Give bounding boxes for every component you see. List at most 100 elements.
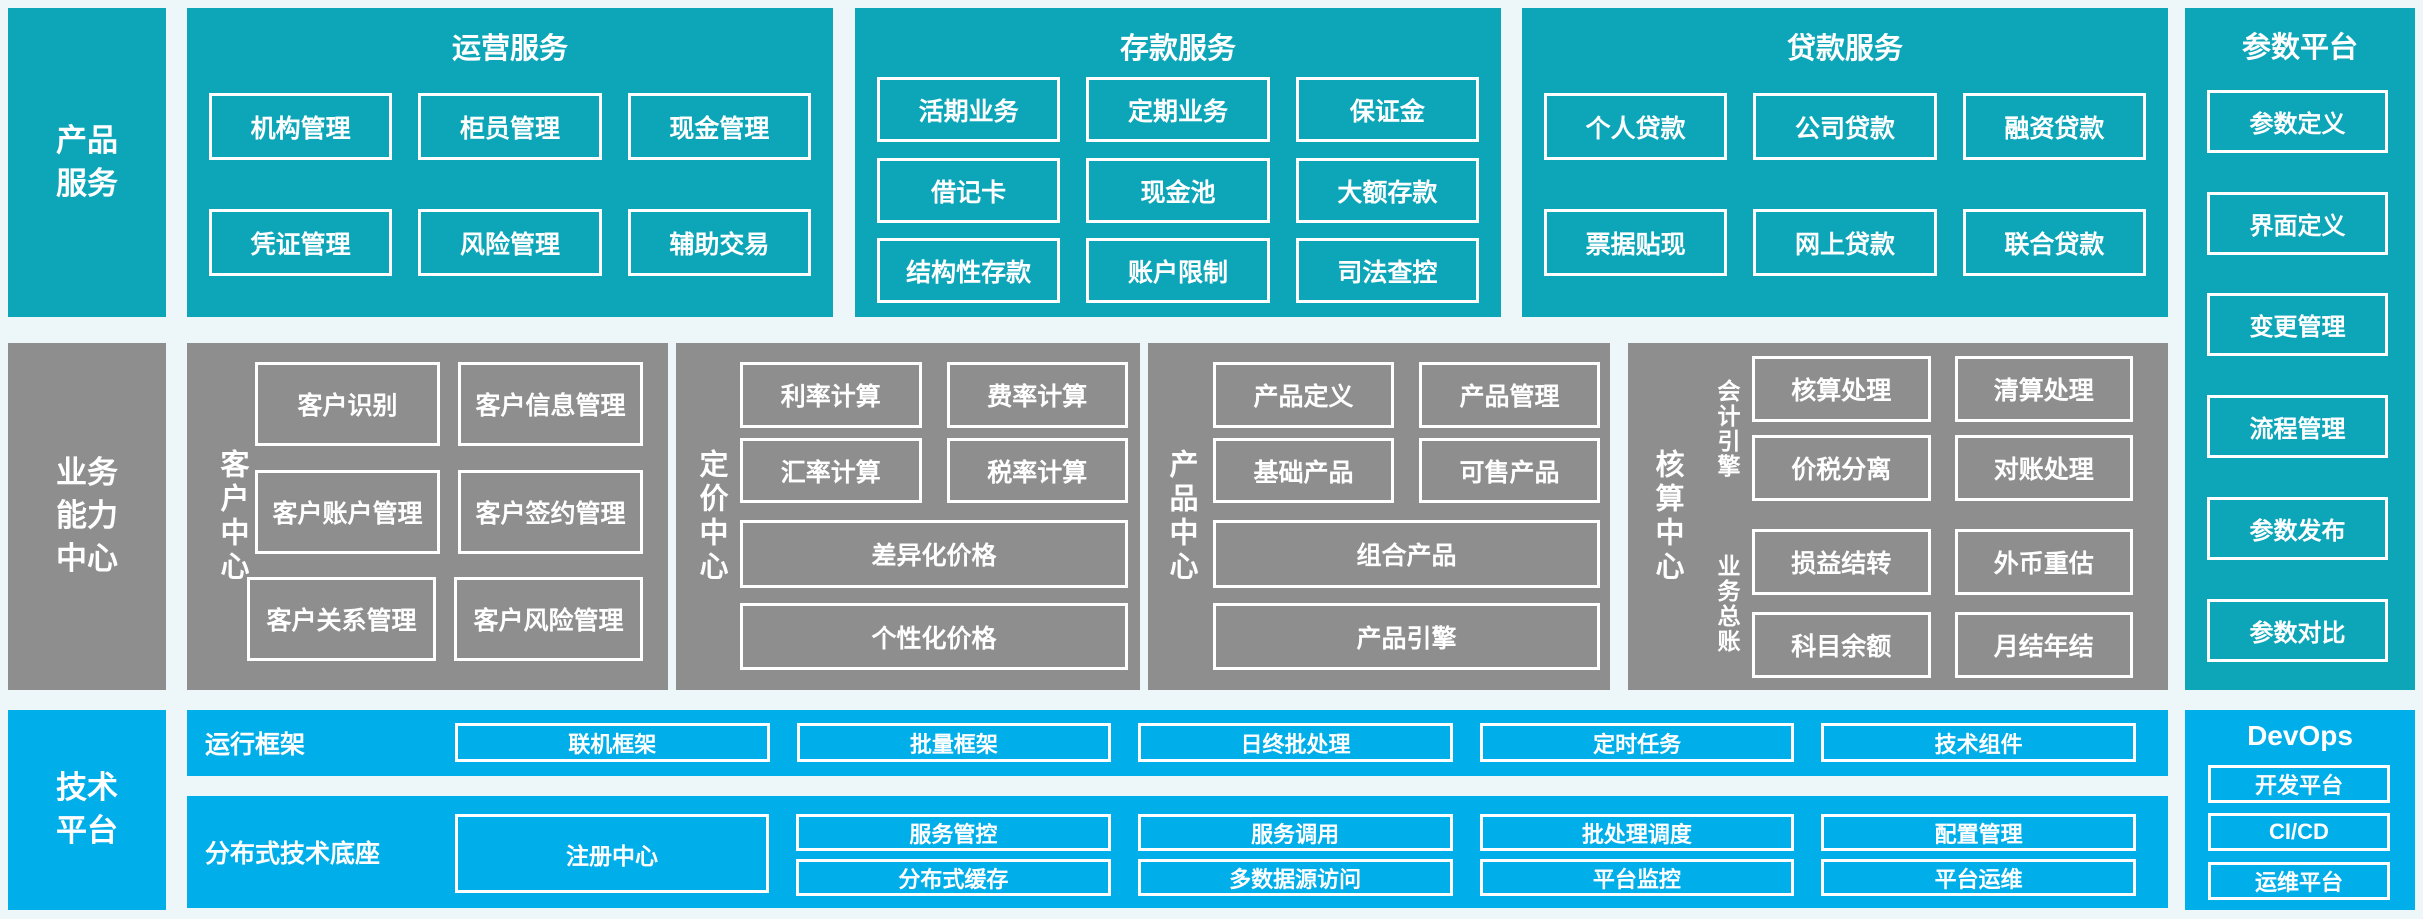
section-operations-services: 运营服务 机构管理 柜员管理 现金管理 凭证管理 风险管理 辅助交易: [187, 8, 833, 317]
box-row: 个人贷款 公司贷款 融资贷款: [1544, 93, 2146, 160]
box-column: 配置管理 平台运维: [1821, 796, 2136, 908]
module-box: 界面定义: [2207, 192, 2388, 255]
module-box: 活期业务: [877, 77, 1061, 142]
center-label: 客户中心: [216, 448, 248, 585]
module-box: 大额存款: [1295, 158, 1479, 223]
box-row: 结构性存款 账户限制 司法查控: [877, 238, 1479, 303]
row-label-business-capability-center: 业务 能力 中心: [8, 343, 166, 690]
box-row: 活期业务 定期业务 保证金: [877, 77, 1479, 142]
box-columns: 服务管控 分布式缓存 服务调用 多数据源访问 批处理调度 平台监控 配置管理 平…: [796, 796, 2136, 908]
box-row: 产品定义 产品管理: [1213, 362, 1600, 428]
box-row: 科目余额 月结年结: [1752, 612, 2133, 678]
row-label-technology-platform: 技术 平台: [8, 710, 166, 910]
label-line: 产品: [56, 122, 118, 158]
box-row: 差异化价格: [740, 520, 1128, 588]
center-label: 定价中心: [695, 448, 727, 585]
row-label-product-services: 产品 服务: [8, 8, 166, 317]
section-parameter-platform: 参数平台 参数定义 界面定义 变更管理 流程管理 参数发布 参数对比: [2185, 8, 2415, 690]
section-runtime-framework: 运行框架 联机框架 批量框架 日终批处理 定时任务 技术组件: [187, 710, 2168, 776]
module-box: 客户识别: [255, 362, 440, 446]
module-box: 流程管理: [2207, 395, 2388, 458]
box-row: 凭证管理 风险管理 辅助交易: [209, 209, 811, 276]
module-box: 利率计算: [740, 362, 922, 428]
module-box: 税率计算: [946, 438, 1128, 503]
module-box: 票据贴现: [1544, 209, 1728, 276]
box-row: 价税分离 对账处理: [1752, 435, 2133, 501]
module-box: 技术组件: [1821, 723, 2136, 762]
module-box: 分布式缓存: [796, 859, 1111, 896]
module-box: 公司贷款: [1753, 93, 1937, 160]
module-box: 多数据源访问: [1137, 859, 1453, 896]
module-box: 客户信息管理: [458, 362, 643, 446]
section-devops: DevOps 开发平台 CI/CD 运维平台: [2185, 710, 2415, 910]
module-box: 平台监控: [1479, 859, 1795, 896]
module-box: 个性化价格: [740, 603, 1128, 670]
module-box: 凭证管理: [209, 209, 393, 276]
module-box: 月结年结: [1954, 612, 2133, 678]
module-box: 汇率计算: [740, 438, 922, 503]
module-box: 借记卡: [877, 158, 1061, 223]
module-box: 清算处理: [1954, 356, 2133, 422]
section-loan-services: 贷款服务 个人贷款 公司贷款 融资贷款 票据贴现 网上贷款 联合贷款: [1522, 8, 2168, 317]
module-box: 产品引擎: [1213, 603, 1600, 670]
section-distributed-tech-base: 分布式技术底座 注册中心 服务管控 分布式缓存 服务调用 多数据源访问 批处理调…: [187, 796, 2168, 908]
module-box: 基础产品: [1213, 438, 1394, 503]
module-box: 产品定义: [1213, 362, 1394, 428]
row-label-text: 技术 平台: [8, 710, 166, 910]
module-box: 差异化价格: [740, 520, 1128, 588]
subgroup-label: 业务总账: [1714, 553, 1740, 654]
module-box: 运维平台: [2208, 862, 2390, 900]
module-box: 司法查控: [1295, 238, 1479, 303]
box-row: 联机框架 批量框架 日终批处理 定时任务 技术组件: [455, 723, 2136, 762]
box-row: 借记卡 现金池 大额存款: [877, 158, 1479, 223]
module-box: 对账处理: [1954, 435, 2133, 501]
module-box: 现金池: [1086, 158, 1270, 223]
module-box: 风险管理: [418, 209, 602, 276]
subgroup-label: 会计引擎: [1714, 378, 1740, 479]
module-box: 柜员管理: [418, 93, 602, 160]
center-label: 产品中心: [1165, 448, 1197, 585]
row-label-text: 业务 能力 中心: [8, 343, 166, 690]
module-box: 价税分离: [1752, 435, 1931, 501]
module-box: 保证金: [1295, 77, 1479, 142]
section-title: 运营服务: [451, 33, 568, 65]
box-column: 批处理调度 平台监控: [1479, 796, 1795, 908]
module-box: 变更管理: [2207, 293, 2388, 356]
box-row: 核算处理 清算处理: [1752, 356, 2133, 422]
box-row: 利率计算 费率计算: [740, 362, 1128, 428]
section-pricing-center: 定价中心 利率计算 费率计算 汇率计算 税率计算 差异化价格 个性化价格: [676, 343, 1140, 690]
module-box: 客户账户管理: [255, 470, 440, 554]
module-box: 损益结转: [1752, 529, 1931, 595]
center-label: 核算中心: [1651, 448, 1683, 585]
module-box: 可售产品: [1419, 438, 1600, 503]
box-row: 汇率计算 税率计算: [740, 438, 1128, 503]
module-box: 服务调用: [1137, 814, 1453, 851]
box-row: 个性化价格: [740, 603, 1128, 670]
module-box: 现金管理: [627, 93, 811, 160]
section-deposit-services: 存款服务 活期业务 定期业务 保证金 借记卡 现金池 大额存款 结构性存款 账户…: [855, 8, 1501, 317]
module-box: 参数定义: [2207, 90, 2388, 153]
module-box: 定期业务: [1086, 77, 1270, 142]
module-box: 开发平台: [2208, 765, 2390, 803]
box-row: 客户账户管理 客户签约管理: [255, 470, 643, 554]
section-product-center: 产品中心 产品定义 产品管理 基础产品 可售产品 组合产品 产品引擎: [1148, 343, 1610, 690]
module-box: CI/CD: [2208, 813, 2390, 851]
module-box: 科目余额: [1752, 612, 1931, 678]
module-box: 产品管理: [1419, 362, 1600, 428]
box-row: 损益结转 外币重估: [1752, 529, 2133, 595]
section-title: DevOps: [2247, 720, 2353, 751]
box-column: 服务调用 多数据源访问: [1137, 796, 1453, 908]
section-title: 存款服务: [1119, 33, 1236, 65]
module-box: 批处理调度: [1479, 814, 1795, 851]
module-box: 配置管理: [1821, 814, 2136, 851]
module-box: 费率计算: [946, 362, 1128, 428]
section-customer-center: 客户中心 客户识别 客户信息管理 客户账户管理 客户签约管理 客户关系管理 客户…: [187, 343, 668, 690]
module-box: 服务管控: [796, 814, 1111, 851]
box-row: 基础产品 可售产品: [1213, 438, 1600, 503]
module-box: 平台运维: [1821, 859, 2136, 896]
module-box: 参数发布: [2207, 497, 2388, 560]
module-box: 注册中心: [455, 814, 769, 893]
module-box: 定时任务: [1479, 723, 1795, 762]
section-title: 分布式技术底座: [205, 840, 381, 868]
